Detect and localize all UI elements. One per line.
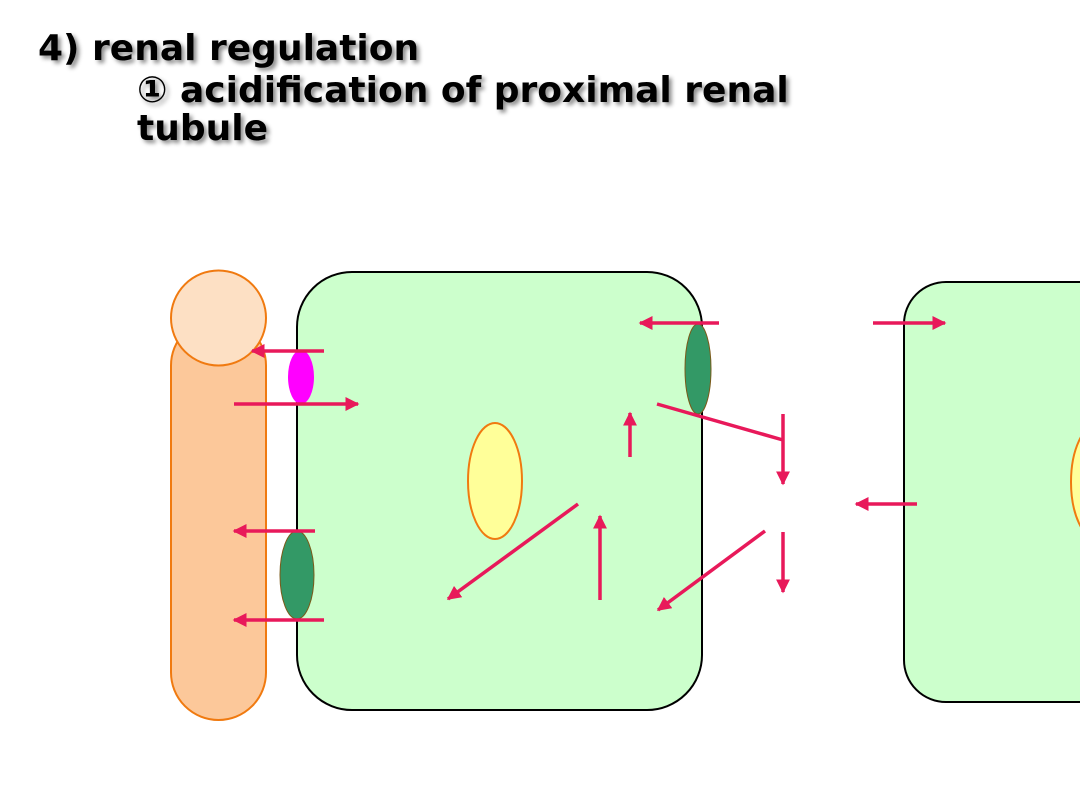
apical-transporter-green <box>684 323 712 415</box>
tubular-cell-right <box>903 281 1080 703</box>
capillary-lumen-cap <box>170 269 267 367</box>
nucleus-left <box>467 422 523 540</box>
capillary-body <box>170 317 267 721</box>
arrow-lumen-diagonal-line <box>656 402 784 442</box>
basolateral-transporter-green <box>279 530 315 620</box>
arrow-lumen-diagonal-into-cell <box>656 529 767 612</box>
flow-arrows <box>232 316 947 627</box>
arrow-cell-diagonal-down <box>446 502 580 601</box>
capillary <box>170 269 267 721</box>
basolateral-transporter-magenta <box>288 350 314 404</box>
nucleus-right <box>1070 436 1080 528</box>
slide-title: 4) renal regulation <box>38 28 420 69</box>
slide-subtitle: ① acidification of proximal renal tubule <box>137 70 789 149</box>
